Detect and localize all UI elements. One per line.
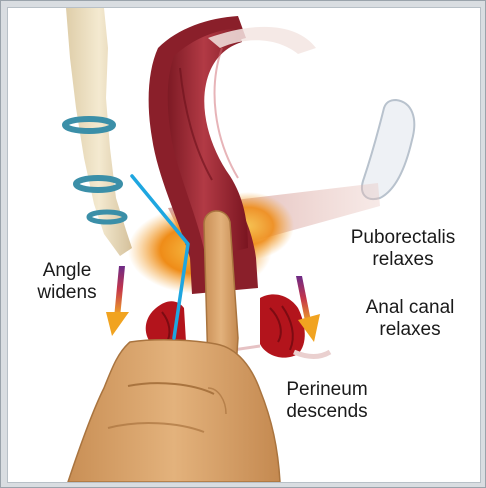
label-puborectalis-line1: Puborectalis	[344, 227, 462, 249]
label-anal-canal-relaxes: Anal canal relaxes	[354, 297, 466, 341]
label-perineum-descends: Perineum descends	[268, 379, 386, 423]
diagram-panel: Angle widens Puborectalis relaxes Anal c…	[7, 7, 481, 483]
coccyx-bone	[65, 8, 132, 256]
label-puborectalis-line2: relaxes	[344, 249, 462, 271]
label-perineum-line1: Perineum	[268, 379, 386, 401]
label-anal-canal-line1: Anal canal	[354, 297, 466, 319]
angle-arrow-icon	[106, 266, 129, 336]
label-angle-line1: Angle	[28, 260, 106, 282]
label-angle-widens: Angle widens	[28, 260, 106, 304]
label-perineum-line2: descends	[268, 401, 386, 423]
label-anal-canal-line2: relaxes	[354, 319, 466, 341]
label-puborectalis-relaxes: Puborectalis relaxes	[344, 227, 462, 271]
label-angle-line2: widens	[28, 282, 106, 304]
